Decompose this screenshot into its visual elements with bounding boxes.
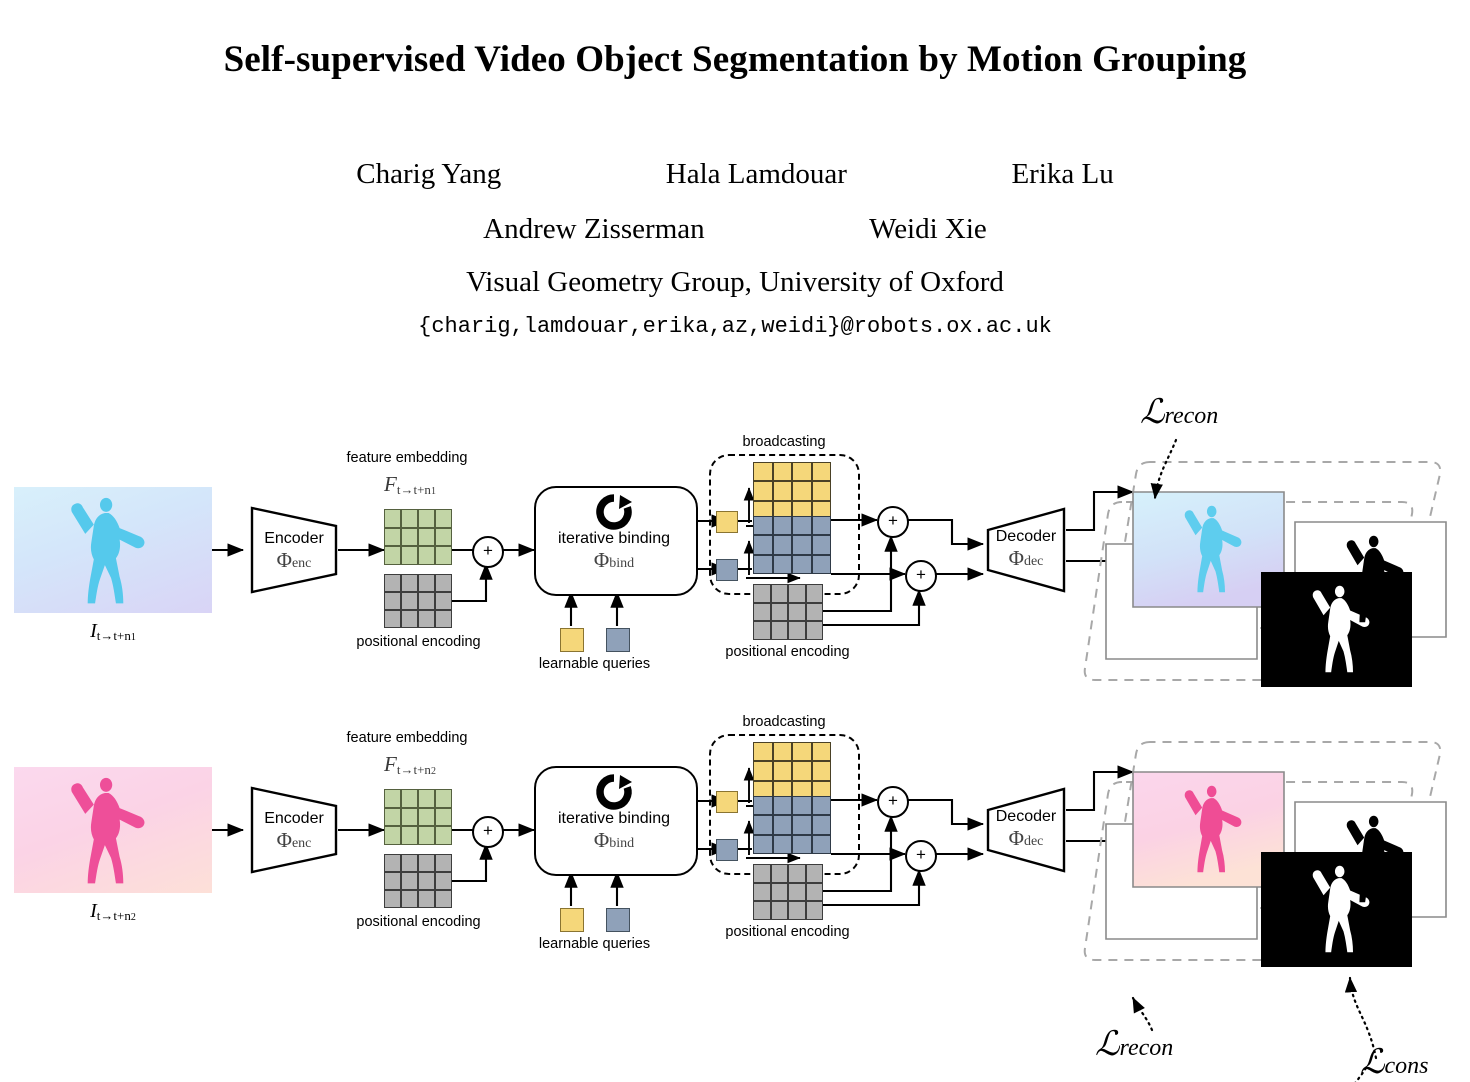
feature-embedding-grid-row-1 [384,509,452,565]
loss-recon-arrow-row-1 [1150,438,1178,500]
positional-encoding-label-broadcast-row-2: positional encoding [725,924,850,940]
positional-encoding-grid-broadcast-row-1 [753,584,823,640]
feature-embedding-label-row-2: feature embedding [346,730,468,746]
decoder-block-row-2: Decoder Φdec [995,808,1057,850]
positional-encoding-label-row-2: positional encoding [356,914,481,930]
architecture-diagram: It→t+n1 Encoder Φenc feature embedding F… [0,378,1470,1082]
feature-embedding-math-row-2: Ft→t+n2 [384,752,436,777]
authors-line-1: Charig Yang Hala Lamdouar Erika Lu [0,158,1470,191]
pipeline-row-1: It→t+n1 Encoder Φenc feature embedding F… [0,378,1470,678]
sum-node-encoder-row-1: + [472,536,504,568]
positional-encoding-grid-row-2 [384,854,452,908]
input-flow-image-row-1 [14,487,212,613]
broadcasting-label-row-2: broadcasting [742,714,826,730]
positional-encoding-label-broadcast-row-1: positional encoding [725,644,850,660]
slot-chip-yellow-row-1 [716,511,738,533]
learnable-queries-label-row-1: learnable queries [538,656,651,672]
loss-cons-arrow-up [1344,976,1378,1060]
slot-chip-blue-row-2 [716,839,738,861]
positional-encoding-grid-broadcast-row-2 [753,864,823,920]
feature-embedding-label-row-1: feature embedding [346,450,468,466]
input-flow-image-row-2 [14,767,212,893]
encoder-block-row-1: Encoder Φenc [264,530,324,572]
iterative-binding-block-row-2 [534,766,698,876]
sum-node-lower-row-2: + [905,840,937,872]
loss-recon-label-row-2: ℒrecon [1095,1026,1174,1063]
broadcast-grid-yellow-row-2 [753,742,831,800]
positional-encoding-label-row-1: positional encoding [356,634,481,650]
feature-embedding-grid-row-2 [384,789,452,845]
broadcasting-label-row-1: broadcasting [742,434,826,450]
flow-dancer-icon [71,777,145,884]
broadcast-grid-blue-row-1 [753,516,831,574]
loss-cons-label: ℒcons [1360,1044,1429,1081]
pipeline-row-2: It→t+n2 Encoder Φenc feature embedding F… [0,658,1470,958]
learnable-query-yellow-row-1 [560,628,584,652]
iterative-binding-label-row-1: iterative binding Φbind [557,530,671,572]
slot-chip-yellow-row-2 [716,791,738,813]
feature-embedding-math-row-1: Ft→t+n1 [384,472,436,497]
iterative-binding-block-row-1 [534,486,698,596]
input-caption-row-1: It→t+n1 [90,620,136,643]
refresh-loop-icon [596,494,632,530]
contact-email: {charig,lamdouar,erika,az,weidi}@robots.… [418,314,1052,339]
sum-node-encoder-row-2: + [472,816,504,848]
loss-recon-arrow-row-2 [1131,996,1154,1032]
learnable-query-blue-row-2 [606,908,630,932]
learnable-query-blue-row-1 [606,628,630,652]
author-name: Hala Lamdouar [665,158,847,190]
flow-dancer-icon [71,497,145,604]
broadcast-grid-yellow-row-1 [753,462,831,520]
input-caption-row-2: It→t+n2 [90,900,136,923]
author-name: Andrew Zisserman [483,213,705,245]
slot-chip-blue-row-1 [716,559,738,581]
affiliation: Visual Geometry Group, University of Oxf… [466,266,1004,298]
decoder-block-row-1: Decoder Φdec [995,528,1057,570]
learnable-queries-label-row-2: learnable queries [538,936,651,952]
page-title: Self-supervised Video Object Segmentatio… [223,39,1247,80]
learnable-query-yellow-row-2 [560,908,584,932]
refresh-loop-icon [596,774,632,810]
authors-line-2: Andrew Zisserman Weidi Xie [0,213,1470,246]
sum-node-upper-row-1: + [877,506,909,538]
author-name: Erika Lu [1011,158,1114,190]
iterative-binding-label-row-2: iterative binding Φbind [557,810,671,852]
loss-recon-label-row-1: ℒrecon [1140,394,1219,431]
diagram-wires [210,438,1447,1082]
author-name: Charig Yang [356,158,502,190]
positional-encoding-grid-row-1 [384,574,452,628]
author-name: Weidi Xie [869,213,987,245]
encoder-block-row-2: Encoder Φenc [264,810,324,852]
sum-node-lower-row-1: + [905,560,937,592]
broadcast-grid-blue-row-2 [753,796,831,854]
sum-node-upper-row-2: + [877,786,909,818]
